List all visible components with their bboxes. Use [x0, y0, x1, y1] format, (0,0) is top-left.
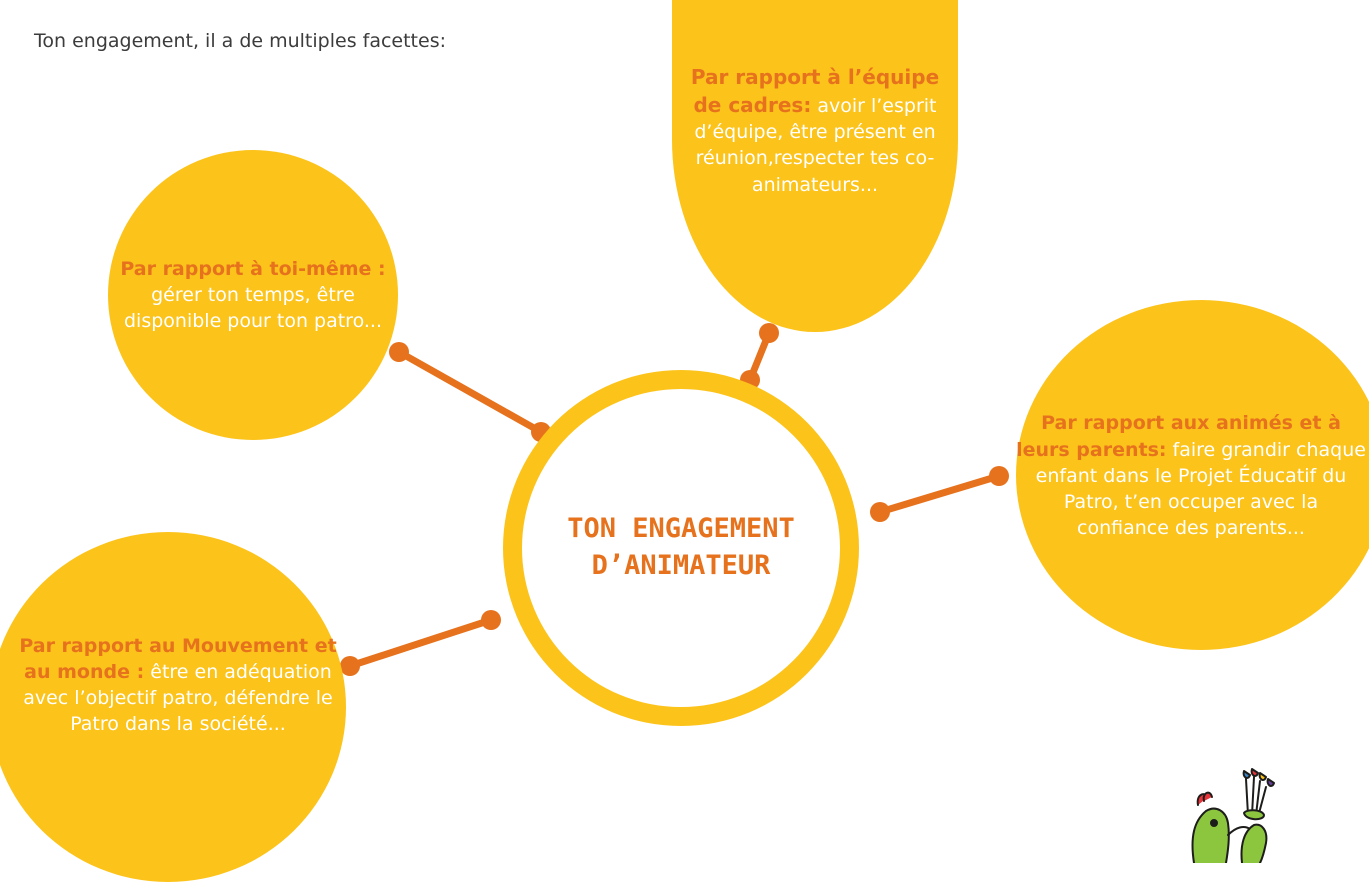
facet-world-body: être en adéquation avec l’objectif patro…	[23, 660, 333, 736]
center-title: TON ENGAGEMENT D’ANIMATEUR	[531, 511, 831, 584]
facet-world-text: Par rapport au Mouvement et au monde : ê…	[14, 633, 342, 738]
connector-self	[395, 348, 545, 436]
connector-kids-end-inner	[870, 502, 890, 522]
connector-kids-end-outer	[989, 466, 1009, 486]
facet-world-bubble: Par rapport au Mouvement et au monde : ê…	[0, 532, 346, 882]
facet-kids-body: faire grandir chaque enfant dans le Proj…	[1035, 438, 1366, 540]
facet-self-text: Par rapport à toi-même : gérer ton temps…	[112, 256, 394, 335]
facet-self-body: gérer ton temps, être disponible pour to…	[123, 283, 382, 333]
facet-world-heading: Par rapport au Mouvement et au monde :	[19, 634, 337, 683]
mascot-illustration	[1191, 768, 1275, 863]
facet-kids-text: Par rapport aux animés et à leurs parent…	[1016, 410, 1366, 541]
center-circle: TON ENGAGEMENT D’ANIMATEUR	[522, 389, 840, 707]
facet-team-text: Par rapport à l’équipe de cadres: avoir …	[676, 64, 954, 198]
center-title-line-2: D’ANIMATEUR	[591, 550, 771, 581]
facet-self-bubble: Par rapport à toi-même : gérer ton temps…	[108, 150, 398, 440]
facet-team-bubble: Par rapport à l’équipe de cadres: avoir …	[672, 0, 958, 332]
connector-world-end-inner	[481, 610, 501, 630]
facet-self-heading: Par rapport à toi-même :	[120, 257, 386, 280]
facet-kids-heading: Par rapport aux animés et à leurs parent…	[1016, 412, 1341, 461]
connector-world-end-outer	[340, 656, 360, 676]
facet-team-body: avoir l’esprit d’équipe, être présent en…	[694, 94, 937, 196]
intro-text: Ton engagement, il a de multiples facett…	[34, 30, 446, 52]
connector-kids	[876, 472, 1003, 516]
connectors	[340, 323, 1009, 676]
center-ring: TON ENGAGEMENT D’ANIMATEUR	[503, 370, 859, 726]
facet-team-heading: Par rapport à l’équipe de cadres:	[690, 65, 940, 117]
connector-team-end-outer	[759, 323, 779, 343]
connector-world	[346, 616, 495, 670]
connector-self-end-outer	[389, 342, 409, 362]
center-title-line-1: TON ENGAGEMENT	[567, 513, 795, 545]
facet-kids-bubble: Par rapport aux animés et à leurs parent…	[1016, 300, 1369, 650]
